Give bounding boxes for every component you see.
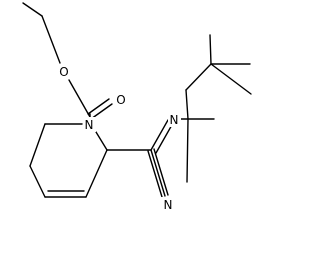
imine-nitrogen: N	[168, 112, 181, 127]
bond-quat-methyl-down	[186, 118, 189, 183]
imine-nitrogen-label: N	[170, 113, 179, 127]
nitrile-nitrogen-label: N	[164, 198, 173, 212]
carbonyl-oxygen: O	[115, 92, 127, 107]
atom-labels: O O N N N	[58, 64, 181, 212]
bond-tbu-methyl-up	[209, 34, 212, 65]
bond-carbonyl-double-a	[90, 103, 113, 120]
bond-lines	[22, 2, 252, 198]
bond-c2-c3	[85, 149, 108, 198]
bond-tbu-methyl-down	[210, 63, 252, 95]
ester-ether-oxygen: O	[58, 64, 70, 79]
bond-nitrile-triple-a	[153, 148, 169, 196]
nitrile-nitrogen: N	[161, 197, 174, 212]
bond-quat-ch2	[185, 89, 189, 120]
ester-ether-oxygen-label: O	[59, 65, 68, 79]
ring-nitrogen-label: N	[85, 118, 94, 132]
bond-c-n-double-a	[150, 119, 169, 151]
bond-c-n-double-b	[155, 122, 174, 154]
bond-n-c2	[95, 131, 108, 151]
bond-c4-c5	[29, 165, 46, 198]
structure-diagram: O O N N N	[22, 2, 252, 212]
bond-ch3-ch2	[22, 2, 43, 17]
bond-c5-c6	[29, 123, 46, 167]
bond-carbonyl-double-b	[87, 98, 110, 115]
bond-nitrile-triple-b	[147, 150, 163, 198]
bond-amidine-nitrile-c	[150, 149, 166, 197]
bond-o-carbonyl-c	[68, 79, 91, 118]
molecule-canvas: O O N N N	[22, 2, 252, 212]
ring-nitrogen: N	[83, 117, 96, 132]
bond-ch2-o	[41, 15, 61, 64]
carbonyl-oxygen-label: O	[116, 93, 125, 107]
bond-ch2-tbu-c	[185, 63, 212, 91]
